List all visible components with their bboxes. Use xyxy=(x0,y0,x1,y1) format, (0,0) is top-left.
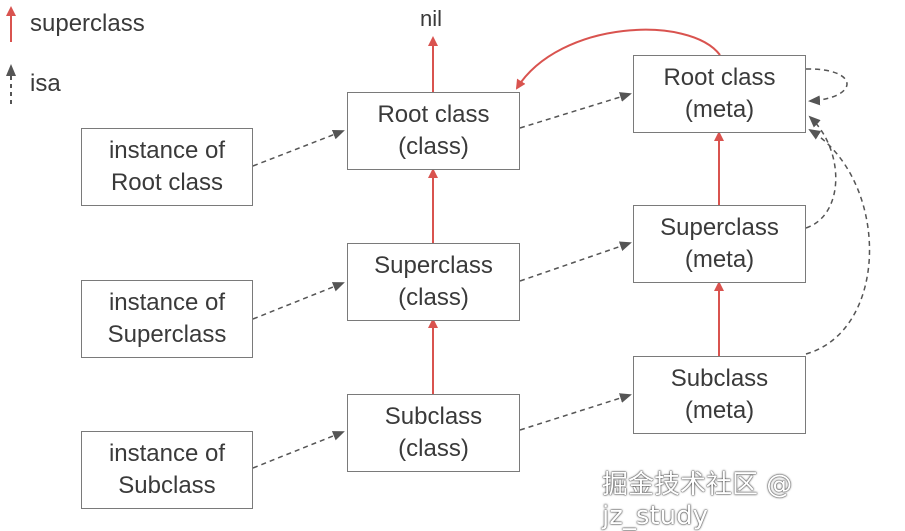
sub-meta-line1: Subclass xyxy=(670,365,769,392)
nil-label: nil xyxy=(420,6,443,31)
sub-meta-isa-arrow xyxy=(805,128,871,355)
root-meta-to-root-class-arrow xyxy=(515,28,721,90)
instance-root-box: instance of Root class xyxy=(81,128,253,206)
instance-sub-box: instance of Subclass xyxy=(81,431,253,509)
instance-root-isa-arrow xyxy=(252,129,345,167)
isa-superclass-diagram: superclass isa nil instance of Root clas… xyxy=(5,6,871,531)
root-class-box: Root class (class) xyxy=(347,92,520,170)
root-class-line2: (class) xyxy=(398,133,469,160)
root-class-line1: Root class xyxy=(377,101,490,128)
instance-root-line1: instance of xyxy=(108,137,226,164)
sub-class-line2: (class) xyxy=(398,435,469,462)
super-meta-isa-arrow xyxy=(805,115,837,229)
super-class-isa-arrow xyxy=(519,241,632,282)
instance-sub-isa-arrow xyxy=(252,431,345,469)
super-meta-line2: (meta) xyxy=(684,246,755,273)
watermark-text: 掘金技术社区 @ jz_study xyxy=(602,470,793,531)
instance-sub-line2: Subclass xyxy=(118,472,216,499)
instance-super-line2: Superclass xyxy=(107,321,227,348)
root-class-isa-arrow xyxy=(519,92,632,129)
legend-superclass-label: superclass xyxy=(30,10,145,37)
instance-super-box: instance of Superclass xyxy=(81,280,253,358)
sub-meta-line2: (meta) xyxy=(684,397,755,424)
root-meta-self-isa-arrow xyxy=(805,68,848,106)
sub-meta-box: Subclass (meta) xyxy=(633,356,806,434)
sub-class-box: Subclass (class) xyxy=(347,394,520,472)
instance-super-line1: instance of xyxy=(108,289,226,316)
super-class-box: Superclass (class) xyxy=(347,243,520,321)
instance-super-isa-arrow xyxy=(252,282,345,320)
instance-root-line2: Root class xyxy=(110,169,224,196)
super-class-line1: Superclass xyxy=(374,252,493,279)
sub-class-isa-arrow xyxy=(519,393,632,431)
root-meta-box: Root class (meta) xyxy=(633,55,806,133)
legend-isa-label: isa xyxy=(30,70,61,97)
super-class-line2: (class) xyxy=(398,284,469,311)
super-meta-line1: Superclass xyxy=(660,214,779,241)
super-meta-box: Superclass (meta) xyxy=(633,205,806,283)
sub-class-line1: Subclass xyxy=(384,403,483,430)
root-meta-line1: Root class xyxy=(663,64,776,91)
root-meta-line2: (meta) xyxy=(684,96,755,123)
diagram-arrows xyxy=(5,6,871,469)
instance-sub-line1: instance of xyxy=(108,440,226,467)
